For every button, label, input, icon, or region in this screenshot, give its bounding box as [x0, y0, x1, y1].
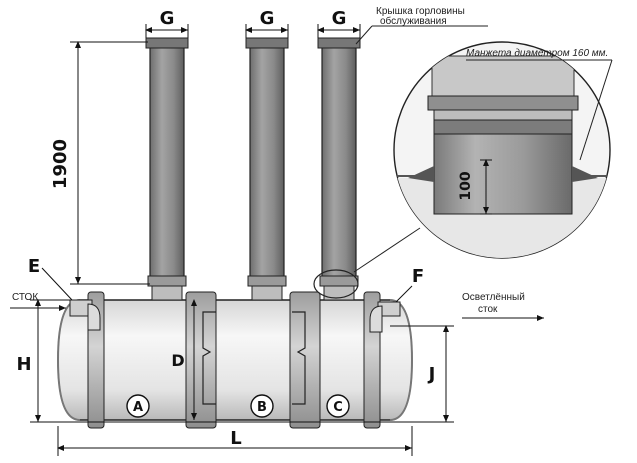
- chamber-b-label: B: [257, 400, 267, 415]
- lid-label-line2: обслуживания: [380, 15, 447, 27]
- dimension-100: 100: [458, 171, 474, 200]
- shaft-left: [145, 37, 189, 301]
- chamber-b: B: [250, 394, 274, 418]
- lid-label-line1: Крышка горловины: [376, 6, 465, 17]
- dim-d: D: [171, 351, 184, 370]
- shaft-middle: [245, 37, 289, 301]
- shaft-right: [317, 37, 361, 301]
- outlet-label-line2: сток: [478, 304, 498, 315]
- label-f: F: [412, 266, 424, 287]
- g-dimensions: [145, 24, 361, 38]
- dim-1900-lines: [70, 41, 150, 285]
- dim-h-lines: [30, 299, 70, 422]
- dim-g-left: G: [160, 8, 175, 29]
- dim-g-middle: G: [260, 8, 275, 29]
- cuff-label: Манжета диаметром 160 мм.: [466, 48, 608, 59]
- outlet-pipe: [369, 301, 401, 333]
- dim-l-lines: [30, 421, 454, 456]
- dim-j-lines: [390, 325, 454, 422]
- tank-body: [56, 299, 414, 421]
- label-e: E: [28, 256, 40, 277]
- dim-l: L: [230, 428, 241, 449]
- cuff-leader: [579, 59, 613, 161]
- chamber-a: A: [126, 394, 150, 418]
- outlet-label-line1: Осветлённый: [462, 292, 525, 303]
- dim-1900: 1900: [50, 139, 71, 189]
- dim-j: J: [427, 364, 436, 385]
- chamber-c-label: C: [333, 400, 343, 415]
- inlet-label: СТОК: [12, 292, 38, 303]
- chamber-a-label: A: [133, 400, 143, 415]
- internal-baffles: [202, 311, 306, 405]
- dim-h: H: [16, 354, 31, 375]
- chamber-c: C: [326, 394, 350, 418]
- inlet-pipe: [69, 299, 101, 331]
- lid-leader: [355, 25, 373, 45]
- detail-leader: [353, 227, 421, 273]
- zoom-detail: 100: [393, 41, 611, 259]
- detail-marker: [313, 269, 359, 299]
- dim-g-right: G: [332, 8, 347, 29]
